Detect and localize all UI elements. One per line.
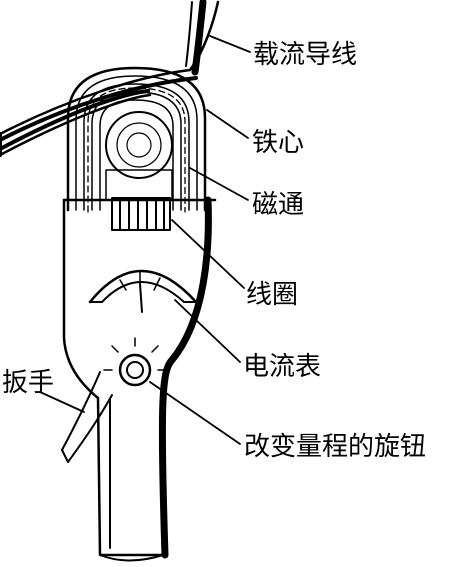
- wrench-lever: [61, 371, 113, 463]
- leader-range-knob: [149, 381, 241, 445]
- label-magnetic-flux: 磁通: [252, 190, 305, 220]
- leader-iron-core: [206, 109, 249, 139]
- ammeter-dial: [88, 269, 198, 313]
- iron-core: [66, 66, 207, 212]
- magnetic-flux-lines: [87, 87, 186, 213]
- leader-coil: [171, 219, 245, 289]
- label-coil: 线圈: [246, 280, 299, 310]
- label-ammeter: 电流表: [243, 352, 322, 382]
- coil: [111, 197, 171, 231]
- label-conductor: 载流导线: [253, 40, 358, 70]
- label-range-knob: 改变量程的旋钮: [244, 432, 427, 462]
- leader-ammeter: [174, 299, 241, 363]
- leader-conductor: [209, 35, 251, 53]
- label-iron-core: 铁心: [252, 128, 305, 158]
- leader-lines: [39, 35, 251, 445]
- label-wrench: 扳手: [2, 368, 55, 398]
- meter-body: [62, 196, 217, 562]
- leader-wrench: [39, 391, 85, 413]
- leader-magnetic-flux: [189, 167, 249, 201]
- wire-cross-section: [105, 111, 173, 201]
- range-knob: [103, 337, 167, 387]
